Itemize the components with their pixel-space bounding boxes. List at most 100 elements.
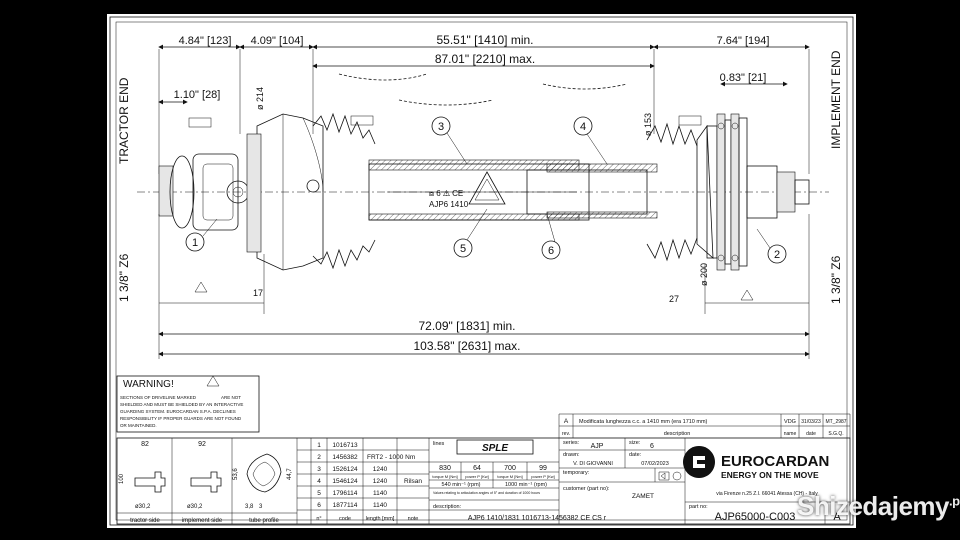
parts-head-n: n° <box>316 516 321 522</box>
spec-99: 99 <box>539 465 547 472</box>
part-row-4-note: Rilsan <box>404 478 422 485</box>
tube-profile-shape <box>246 453 282 493</box>
parts-head-note: note <box>408 516 419 522</box>
lines-label: lines <box>433 441 445 447</box>
spec-700: 700 <box>504 465 516 472</box>
callout-1: 1 <box>192 237 198 249</box>
spec-830: 830 <box>439 465 451 472</box>
dim-72-09-min: 72.09" [1831] min. <box>419 319 516 333</box>
right-spline-label: 1 3/8" Z6 <box>829 255 843 304</box>
dim-7-64: 7.64" [194] <box>717 35 770 47</box>
size-label: size: <box>629 440 641 446</box>
dim-phi-30-2-b: ø30,2 <box>187 504 203 510</box>
spec-64: 64 <box>473 465 481 472</box>
top-dimensions: 4.84" [123] 4.09" [104] 55.51" [1410] mi… <box>158 33 810 174</box>
dim-0-83: 0.83" [21] <box>720 72 767 84</box>
part-row-2-code: 1456382 <box>332 454 358 461</box>
spec-rpm-540: 540 min⁻¹ (rpm) <box>442 482 481 488</box>
rev-head-description: description <box>664 431 691 437</box>
part-row-5-n: 5 <box>317 490 321 497</box>
projection-circle-icon <box>672 471 682 481</box>
callout-4: 4 <box>580 121 586 133</box>
rev-by: VDG <box>784 419 796 425</box>
company-tagline: ENERGY ON THE MOVE <box>721 470 819 480</box>
rev-head: rev. <box>562 431 570 437</box>
clutch-plate-1 <box>716 113 726 271</box>
implement-side-label: implement side <box>182 518 223 524</box>
title-block: tractor side implement side tube profile… <box>116 413 851 525</box>
part-row-4-code: 1546124 <box>332 478 358 485</box>
dim-4-09: 4.09" [104] <box>251 35 304 47</box>
watermark-text: Shizedajemy <box>797 491 950 521</box>
dim-103-58-max: 103.58" [2631] max. <box>414 339 521 353</box>
drawn-value: V. DI GIOVANNI <box>573 461 613 467</box>
series-logo: SPLE <box>482 443 508 454</box>
left-spline-label: 1 3/8" Z6 <box>117 253 131 302</box>
dim-17: 17 <box>253 288 263 298</box>
rev-head-name: name <box>784 431 797 437</box>
company-address: via Firenze n.25 Z.I. 66041 Atessa (CH) … <box>716 491 818 497</box>
dim-3: 3 <box>259 504 263 510</box>
warning-are-not: ARE NOT <box>221 395 241 400</box>
warning-line-5: OR MAINTAINED. <box>120 423 157 428</box>
part-row-1-n: 1 <box>317 442 321 449</box>
tractor-yoke <box>192 153 239 231</box>
site-watermark: Shizedajemy.pl <box>797 491 960 522</box>
date-label: date: <box>629 452 642 458</box>
callout-3: 3 <box>438 121 444 133</box>
warning-box: WARNING! ARE NOT SECTIONS OF DRIVELINE M… <box>116 375 260 433</box>
implement-shaft-hub <box>776 171 796 213</box>
dim-4-84: 4.84" [123] <box>179 35 232 47</box>
tube-profile-mark <box>468 171 506 205</box>
series-label: series: <box>563 440 580 446</box>
dim-1-10: 1.10" [28] <box>174 89 221 101</box>
warning-triangle-icon <box>206 375 220 387</box>
dim-27: 27 <box>669 294 679 304</box>
clutch-plate-2 <box>730 113 740 271</box>
parts-head-length: length [mm] <box>366 516 395 522</box>
watermark-suffix: .pl <box>949 493 960 509</box>
spec-power-1: power P [Kw] <box>465 474 489 479</box>
warning-line-4: RESPONSIBILITY IF PROPER GUARDS ARE NOT … <box>120 416 242 421</box>
callout-5: 5 <box>460 243 466 255</box>
part-row-2-len: FRT2 - 1000 Nm <box>367 454 415 461</box>
series-logo-box <box>456 439 534 455</box>
dim-phi-214: ø 214 <box>255 87 265 110</box>
part-row-6-code: 1877114 <box>333 502 358 509</box>
tube-marking-1: AJP6 1410 <box>429 200 469 209</box>
part-row-4-n: 4 <box>317 478 321 485</box>
pto-shaft-drawing: ⧈ 6 ⚠ CE AJP6 1410 <box>158 73 810 271</box>
tube-profile-label: tube profile <box>249 518 279 524</box>
dim-phi-30-2-a: ø30,2 <box>135 504 151 510</box>
dim-phi-153: ø 153 <box>643 113 653 136</box>
projection-icon <box>658 471 670 481</box>
dim-phi-200: ø 200 <box>699 263 709 286</box>
callout-6: 6 <box>548 245 554 257</box>
tractor-side-label: tractor side <box>130 518 160 524</box>
part-no-label: part no: <box>689 504 708 510</box>
warning-line-1: SECTIONS OF DRIVELINE MARKED <box>120 395 197 400</box>
part-row-2-n: 2 <box>317 454 321 461</box>
spec-rpm-1000: 1000 min⁻¹ (rpm) <box>505 482 547 488</box>
dim-87-01-max: 87.01" [2210] max. <box>435 52 535 66</box>
company-name: EUROCARDAN <box>721 453 829 470</box>
description-label: description: <box>433 504 462 510</box>
customer-value: ZAMET <box>632 493 654 500</box>
rev-head-sgq: S.G.Q. <box>828 431 843 437</box>
part-row-5-len: 1140 <box>373 490 387 497</box>
warning-line-2: SHIELDED AND MUST BE SHIELDED BY AN INTE… <box>120 402 243 407</box>
implement-end-label: IMPLEMENT END <box>829 50 843 149</box>
warning-line-3: GUARDING SYSTEM. EUROCARDAN S.P.A. DECLI… <box>120 409 236 414</box>
callout-2: 2 <box>774 249 780 261</box>
part-row-3-code: 1526124 <box>332 466 358 473</box>
dim-53-6: 53,6 <box>233 468 239 480</box>
drawing-sheet: 4.84" [123] 4.09" [104] 55.51" [1410] mi… <box>107 14 856 528</box>
spec-torque-1: torque M [Nm] <box>432 474 457 479</box>
tube-marking-2: ⧈ 6 ⚠ CE <box>429 189 463 198</box>
tractor-shaft-stub <box>158 165 174 217</box>
dim-44-7: 44,7 <box>287 468 293 480</box>
tractor-end-label: TRACTOR END <box>117 77 131 164</box>
date-value: 07/02/2023 <box>641 461 669 467</box>
part-no-value: AJP65000-C003 <box>715 511 796 523</box>
spec-torque-2: torque M [Nm] <box>497 474 522 479</box>
